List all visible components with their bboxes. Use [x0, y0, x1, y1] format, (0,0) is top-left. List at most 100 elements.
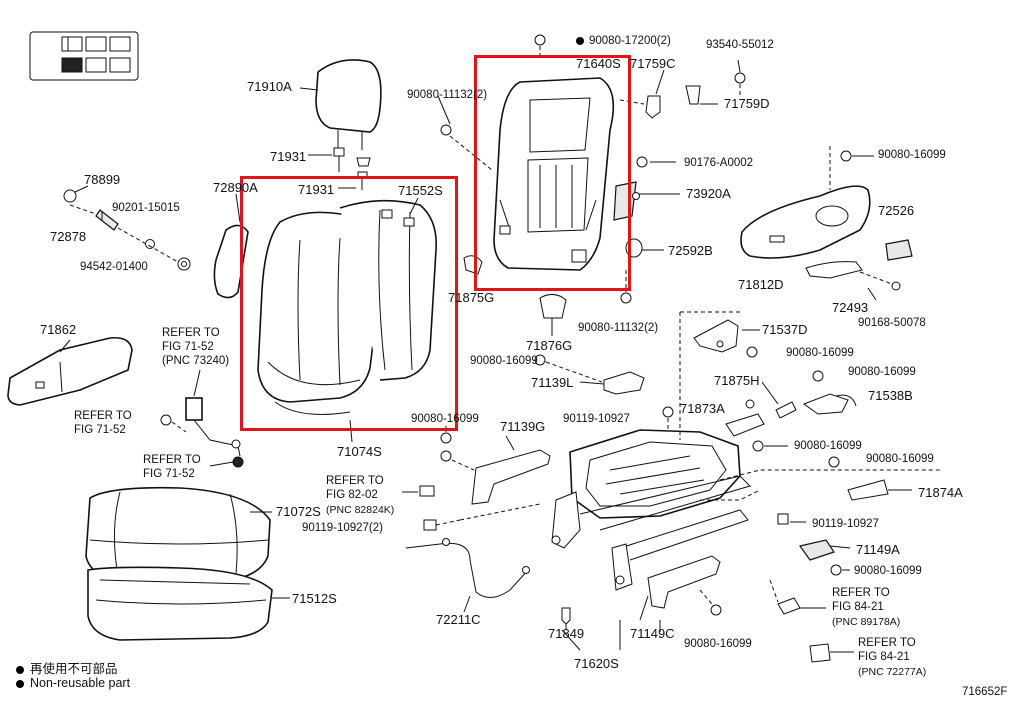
dot-icon [16, 679, 24, 688]
rail-brackets-right [725, 370, 912, 501]
diagram-id: 716652F [962, 686, 1008, 698]
legend-jp: 再使用不可部品 [16, 658, 118, 677]
label-71759D: 71759D [724, 96, 770, 111]
label-71862: 71862 [40, 322, 77, 337]
side-cover [213, 193, 249, 299]
label-71873A: 71873A [680, 401, 725, 416]
refer-71-52-a-line1: REFER TO [162, 327, 220, 339]
highlight-seatback-cover [240, 176, 458, 431]
legend-jp-text: 再使用不可部品 [30, 662, 118, 676]
refer-84-21-b-line1: REFER TO [858, 637, 916, 649]
label-71139G: 71139G [500, 419, 546, 434]
lower-side-trim [7, 336, 133, 406]
label-72493: 72493 [832, 300, 869, 315]
label-72878: 72878 [50, 229, 87, 244]
connector-clip [402, 485, 435, 497]
wire-harness [405, 538, 530, 613]
label-71910A: 71910A [247, 79, 292, 94]
label-71538B: 71538B [868, 388, 913, 403]
label-72592B: 72592B [668, 243, 713, 258]
label-71512S: 71512S [292, 591, 337, 606]
label-71139L: 71139L [531, 375, 574, 390]
label-71875G: 71875G [448, 290, 495, 305]
label-72890A: 72890A [213, 180, 258, 195]
label-90119-10927-2: 90119-10927(2) [302, 522, 383, 534]
seat-cushion-pad [87, 566, 290, 641]
seat-track-frame [551, 406, 761, 591]
label-71620S: 71620S [574, 656, 619, 671]
refer-71-52-b-line1: REFER TO [74, 410, 132, 422]
label-90080-11132-upper: 90080-11132(2) [407, 89, 488, 101]
refer-82-02-line2: FIG 82-02 [326, 489, 378, 501]
label-90080-17200: 90080-17200(2) [589, 35, 671, 47]
dot-icon [16, 665, 24, 674]
frame-clips [619, 69, 718, 119]
label-90080-16099-e: 90080-16099 [411, 413, 479, 425]
legend-en-text: Non-reusable part [30, 676, 131, 690]
seatback-assembly [257, 197, 437, 443]
label-72526: 72526 [878, 203, 915, 218]
label-90080-16099-h: 90080-16099 [854, 565, 922, 577]
assembly-dashed-outline [561, 311, 940, 651]
label-93540-55012: 93540-55012 [706, 39, 774, 51]
highlight-seatback-frame [474, 55, 631, 291]
seatback-frame [493, 77, 615, 271]
label-90168-50078: 90168-50078 [858, 317, 926, 329]
refer-71-52-b-line2: FIG 71-52 [74, 424, 126, 436]
label-90080-16099-i: 90080-16099 [684, 638, 752, 650]
label-90080-16099-f: 90080-16099 [794, 440, 862, 452]
label-71149A: 71149A [856, 542, 900, 557]
label-90080-16099-g: 90080-16099 [866, 453, 934, 465]
label-72211C: 72211C [436, 612, 481, 627]
refer-71-52-c-line1: REFER TO [143, 454, 201, 466]
legend-en: Non-reusable part [16, 676, 130, 690]
label-71812D: 71812D [738, 277, 784, 292]
label-90080-16099-b: 90080-16099 [786, 347, 854, 359]
label-90080-16099-a: 90080-16099 [878, 149, 946, 161]
label-71931-upper: 71931 [270, 149, 307, 164]
label-71640S: 71640S [576, 56, 621, 71]
refer-84-21-a-line3: (PNC 89178A) [832, 616, 901, 628]
refer-82-02-line1: REFER TO [326, 475, 384, 487]
label-78899: 78899 [84, 172, 121, 187]
label-90201-15015: 90201-15015 [112, 202, 180, 214]
label-90080-11132-lower: 90080-11132(2) [578, 322, 659, 334]
label-90119-10927-b: 90119-10927 [812, 518, 879, 530]
label-71874A: 71874A [918, 485, 963, 500]
headrest [299, 59, 382, 150]
refer-84-21-b-line3: (PNC 72277A) [858, 666, 927, 678]
label-71876G: 71876G [526, 338, 573, 353]
bracket-71149C [639, 555, 722, 621]
refer-84-21-a-line2: FIG 84-21 [832, 601, 884, 613]
label-71552S: 71552S [398, 183, 443, 198]
label-71074S: 71074S [337, 444, 382, 459]
label-73920A: 73920A [686, 186, 731, 201]
label-90080-16099-c: 90080-16099 [470, 355, 538, 367]
refer-84-21-b-line2: FIG 84-21 [858, 651, 910, 663]
refer-71-52-a-line3: (PNC 73240) [162, 355, 230, 367]
headrest-guides [308, 147, 371, 190]
label-90080-16099-d: 90080-16099 [848, 366, 916, 378]
label-71849: 71849 [548, 626, 585, 641]
refer-71-52-c-line2: FIG 71-52 [143, 468, 195, 480]
bracket-71139G [440, 435, 551, 505]
pin-71849 [561, 607, 571, 630]
label-90176-A0002: 90176-A0002 [684, 157, 754, 169]
label-90119-10927-a: 90119-10927 [563, 413, 630, 425]
lower-right-parts [769, 513, 854, 663]
seat-belt-buckle [160, 369, 244, 468]
bolt-90080-left [440, 426, 452, 444]
bolt-90119-left [423, 503, 541, 531]
fastener-group-top [437, 34, 746, 171]
label-94542-01400: 94542-01400 [80, 261, 148, 273]
label-71149C: 71149C [630, 626, 675, 641]
label-71931-lower: 71931 [298, 182, 335, 197]
label-71072S: 71072S [276, 504, 321, 519]
bracket-71537D [693, 319, 760, 358]
label-71537D: 71537D [762, 322, 808, 337]
seat-cushion-cover [85, 486, 272, 581]
label-71875H: 71875H [714, 373, 760, 388]
side-shield-right [740, 146, 913, 301]
refer-82-02-line3: (PNC 82824K) [326, 504, 395, 516]
